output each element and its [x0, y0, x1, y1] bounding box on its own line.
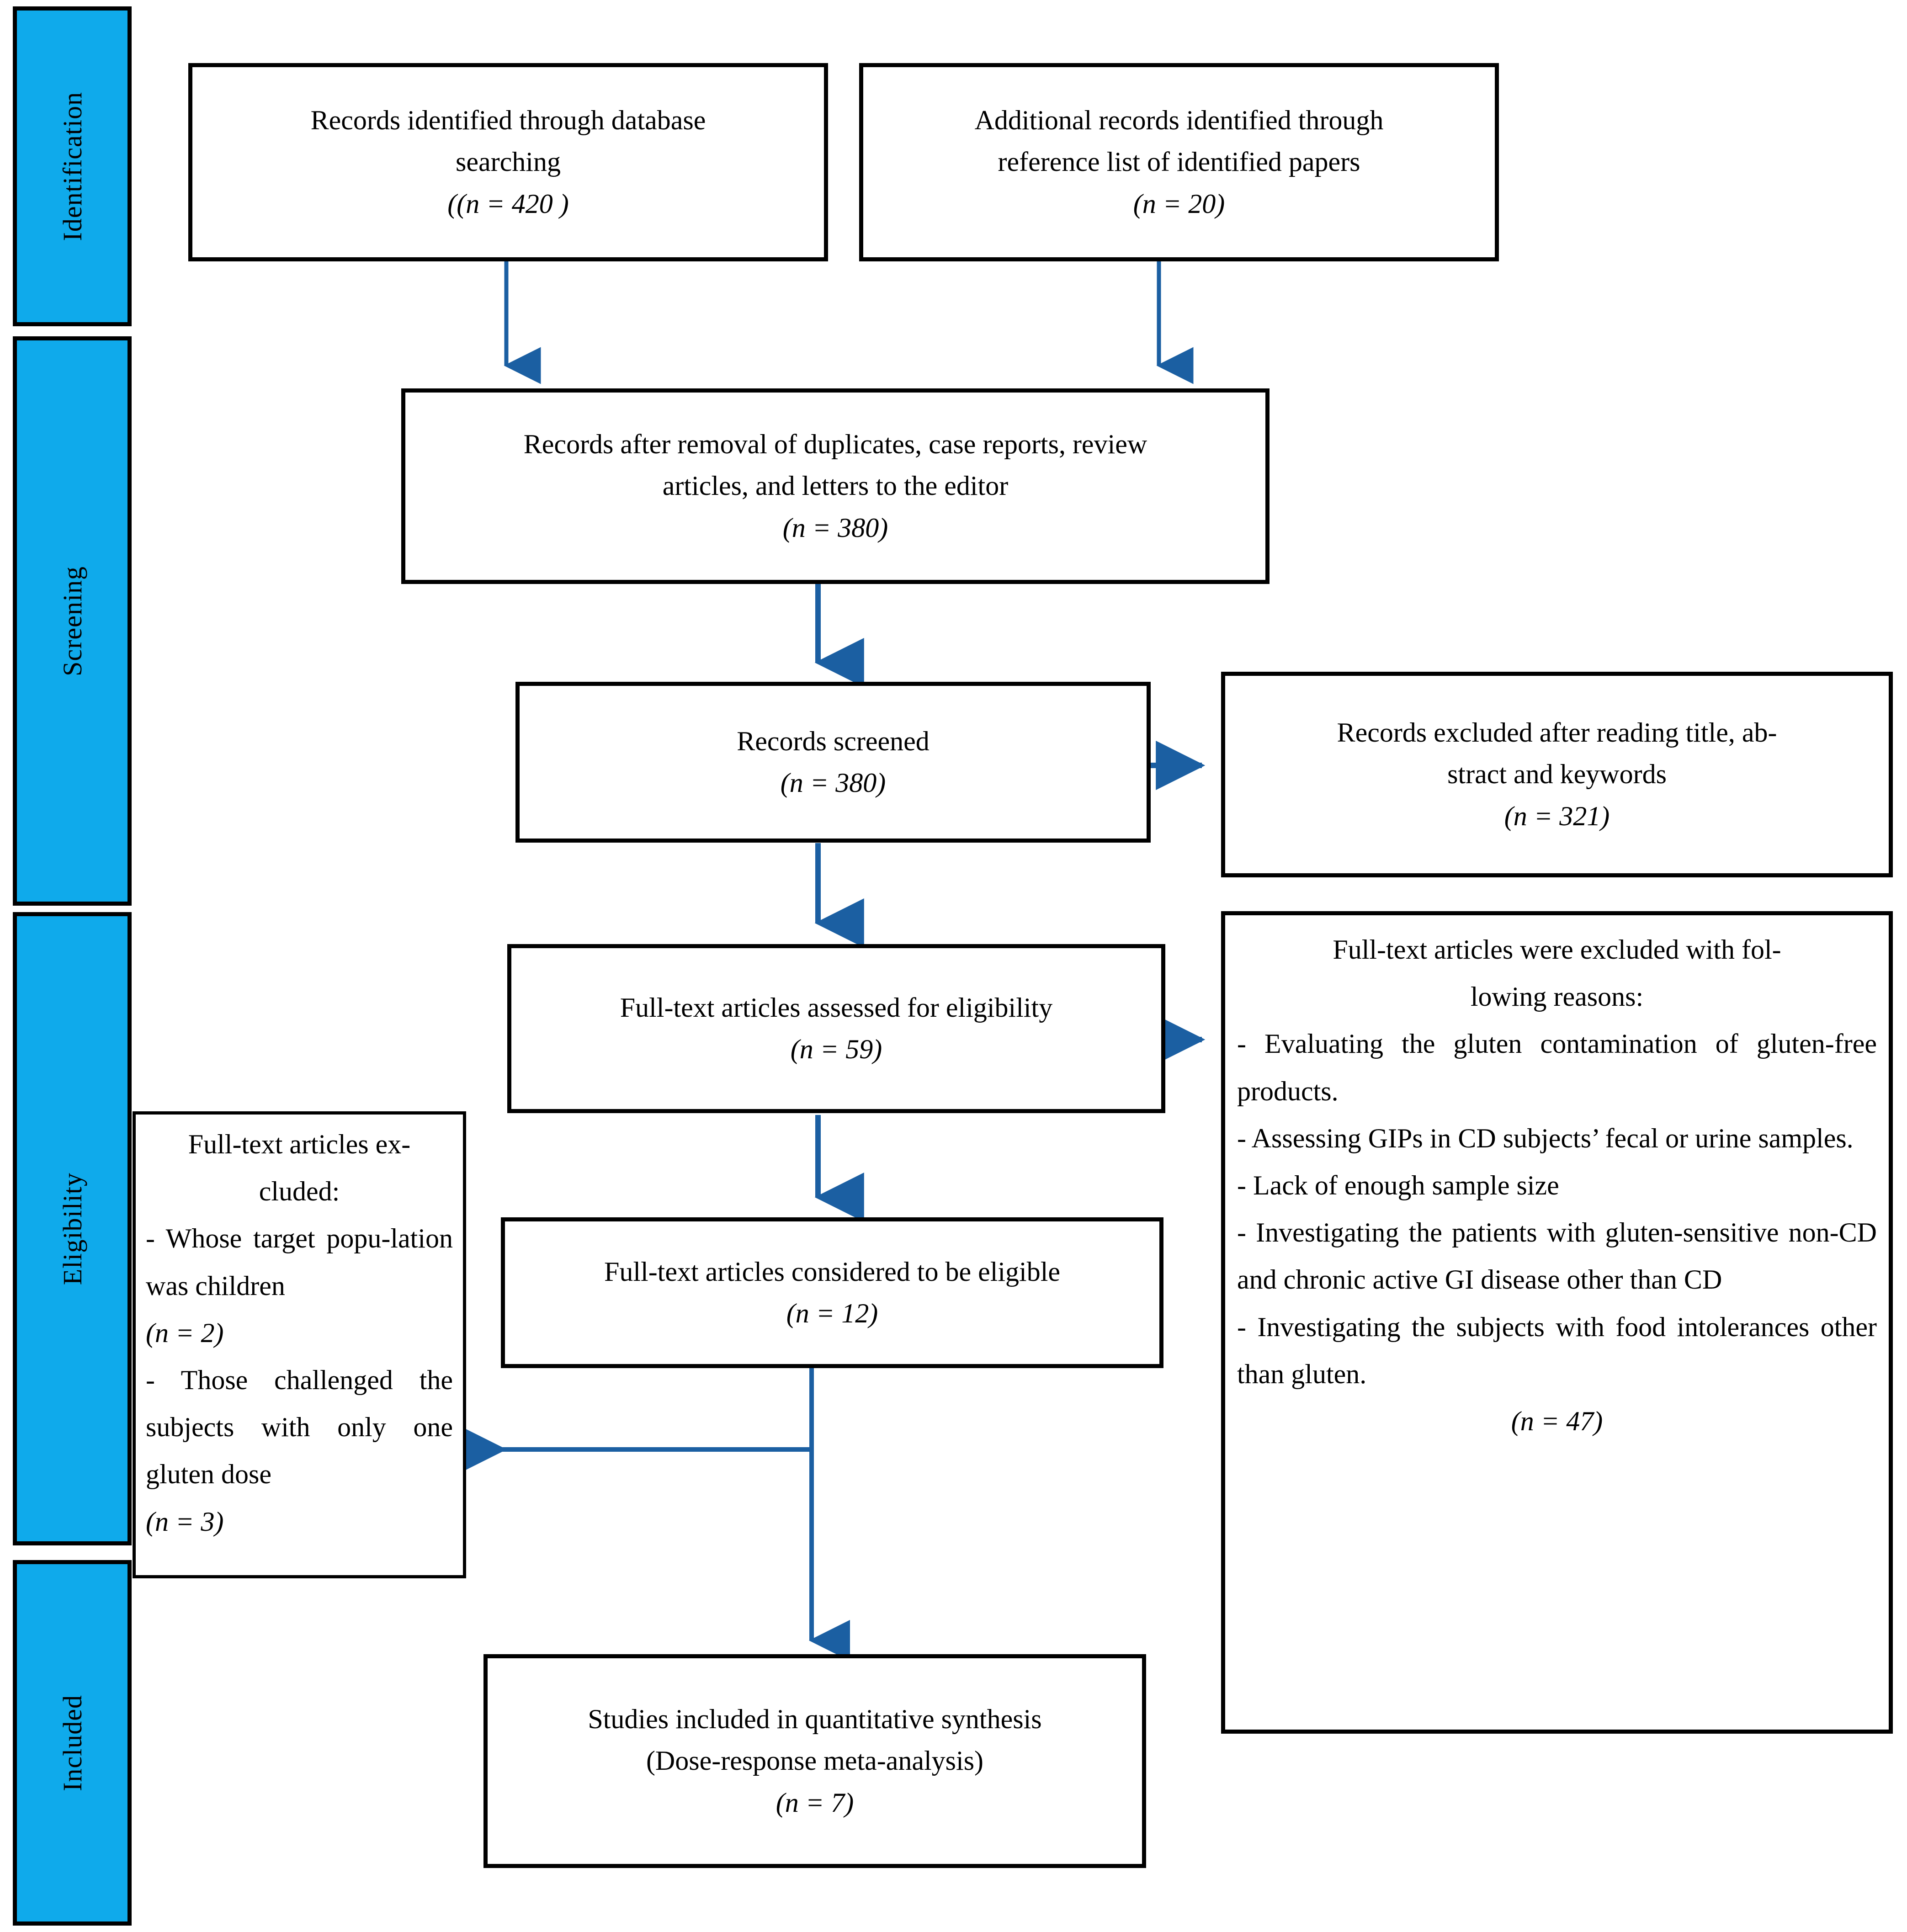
fulltext-assessed-line1: Full-text articles assessed for eligibil…	[620, 992, 1053, 1023]
fulltext-eligible-count: (n = 12)	[786, 1298, 878, 1328]
db-search-count: ((n = 420 )	[447, 188, 569, 219]
studies-included-line1: Studies included in quantitative synthes…	[588, 1704, 1042, 1735]
excluded-left-heading2: cluded:	[259, 1176, 340, 1207]
stage-band-screening: Screening	[13, 336, 132, 906]
stage-band-included: Included	[13, 1560, 132, 1926]
excluded-left-count2: (n = 3)	[146, 1506, 224, 1537]
excluded-left-heading1: Full-text articles ex-	[188, 1129, 411, 1159]
box-fulltext-eligible: Full-text articles considered to be elig…	[501, 1217, 1163, 1368]
stage-band-eligibility: Eligibility	[13, 912, 132, 1545]
box-records-after-duplicates: Records after removal of duplicates, cas…	[401, 388, 1270, 584]
records-screened-line1: Records screened	[737, 726, 930, 756]
box-additional-records-reference-list: Additional records identified through re…	[859, 63, 1499, 261]
records-excluded-line1: Records excluded after reading title, ab…	[1337, 717, 1777, 748]
excluded-reasons-heading1: Full-text articles were excluded with fo…	[1333, 934, 1781, 965]
excluded-reasons-heading2: lowing reasons:	[1470, 982, 1644, 1012]
after-duplicates-line1: Records after removal of duplicates, cas…	[523, 429, 1147, 460]
studies-included-line2: (Dose-response meta-analysis)	[646, 1746, 984, 1776]
db-search-count-text: (n = 420 )	[457, 188, 569, 219]
box-studies-included: Studies included in quantitative synthes…	[483, 1654, 1146, 1868]
box-records-identified-database: Records identified through database sear…	[188, 63, 828, 261]
box-fulltext-excluded-reasons: Full-text articles were excluded with fo…	[1221, 911, 1893, 1734]
excluded-left-count1: (n = 2)	[146, 1317, 224, 1348]
after-duplicates-line2: articles, and letters to the editor	[662, 471, 1009, 501]
excluded-reason-item: - Assessing GIPs in CD subjects’ fecal o…	[1237, 1123, 1854, 1153]
records-excluded-count: (n = 321)	[1504, 801, 1610, 831]
excluded-reason-item: - Investigating the subjects with food i…	[1237, 1311, 1877, 1389]
ref-list-line1: Additional records identified through	[974, 105, 1384, 136]
box-fulltext-assessed-eligibility: Full-text articles assessed for eligibil…	[507, 944, 1165, 1113]
stage-label-screening: Screening	[57, 566, 87, 676]
stage-label-included: Included	[57, 1694, 87, 1791]
excluded-reason-item: - Evaluating the gluten contamination of…	[1237, 1029, 1877, 1106]
fulltext-eligible-line1: Full-text articles considered to be elig…	[604, 1256, 1061, 1287]
excluded-left-reason2: - Those challenged the subjects with onl…	[146, 1364, 453, 1490]
excluded-reasons-count: (n = 47)	[1511, 1406, 1603, 1436]
studies-included-count: (n = 7)	[776, 1787, 854, 1818]
excluded-left-reason1: - Whose target popu-lation was children	[146, 1223, 453, 1301]
excluded-reason-item: - Investigating the patients with gluten…	[1237, 1217, 1877, 1295]
fulltext-assessed-count: (n = 59)	[790, 1034, 882, 1064]
records-screened-count: (n = 380)	[780, 768, 886, 798]
stage-label-identification: Identification	[57, 91, 87, 241]
db-search-line1: Records identified through database	[310, 105, 706, 136]
ref-list-line2: reference list of identified papers	[998, 147, 1360, 177]
box-records-screened: Records screened (n = 380)	[515, 682, 1151, 843]
records-excluded-line2: stract and keywords	[1447, 759, 1667, 790]
excluded-reason-item: - Lack of enough sample size	[1237, 1170, 1559, 1200]
after-duplicates-count: (n = 380)	[782, 512, 888, 543]
box-fulltext-excluded-left: Full-text articles ex- cluded: - Whose t…	[133, 1111, 466, 1578]
stage-band-identification: Identification	[13, 6, 132, 326]
db-search-line2: searching	[456, 147, 561, 177]
ref-list-count: (n = 20)	[1133, 188, 1225, 219]
stage-label-eligibility: Eligibility	[57, 1172, 87, 1285]
box-records-excluded: Records excluded after reading title, ab…	[1221, 672, 1893, 877]
